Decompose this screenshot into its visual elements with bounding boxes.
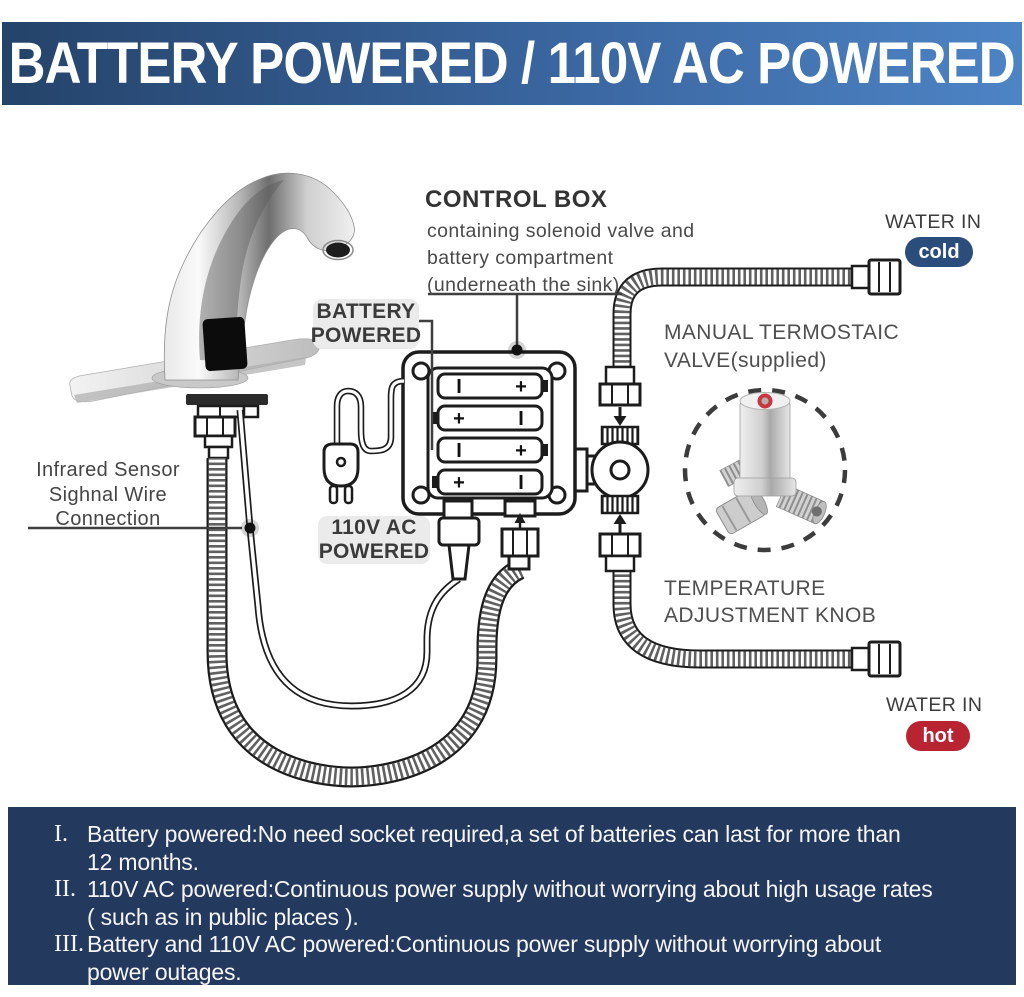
control-box-desc-line2: battery compartment: [427, 247, 614, 269]
ac-powered-badge: 110V AC POWERED: [318, 516, 430, 564]
battery2-left-polarity: +: [453, 408, 465, 430]
note-1-text: Battery powered:No need socket required,…: [87, 821, 901, 875]
ac-powered-badge-line1: 110V AC: [331, 516, 417, 539]
battery-powered-badge: BATTERY POWERED: [310, 299, 422, 349]
control-box-desc-line3: (underneath the sink): [427, 274, 620, 296]
water-in-hot-label: WATER IN: [886, 694, 983, 716]
infrared-label-line2: Sighnal Wire: [48, 483, 168, 506]
battery1-left-polarity: I: [456, 376, 462, 398]
thermostatic-valve-drawing: [571, 365, 650, 573]
faucet-base-drawing: [186, 394, 268, 460]
power-plug-drawing: [322, 377, 405, 505]
power-notes-panel: I. Battery powered:No need socket requir…: [8, 807, 1016, 985]
infrared-label-line1: Infrared Sensor: [36, 459, 180, 481]
battery4-right-polarity: I: [518, 472, 524, 494]
temperature-label-line2: ADJUSTMENT KNOB: [664, 604, 877, 627]
thermostatic-valve-photo: [682, 387, 848, 553]
battery1-right-polarity: +: [515, 376, 527, 398]
temperature-label-line1: TEMPERATURE: [664, 577, 826, 600]
hot-water-hose: [612, 571, 902, 678]
manual-valve-label-line2: VALVE(supplied): [664, 349, 827, 372]
battery3-right-polarity: +: [515, 440, 527, 462]
control-box-desc-line1: containing solenoid valve and: [427, 220, 695, 242]
flow-arrow-down-icon: [613, 407, 627, 426]
battery-cells: [432, 372, 548, 496]
note-3-text: Battery and 110V AC powered:Continuous p…: [87, 931, 882, 985]
infrared-label-line3: Connection: [55, 508, 161, 530]
battery3-left-polarity: I: [456, 440, 462, 462]
battery2-right-polarity: I: [518, 408, 524, 430]
banner: BATTERY POWERED / 110V AC POWERED: [2, 22, 1022, 105]
battery4-left-polarity: +: [453, 472, 465, 494]
note-2-numeral: II.: [54, 876, 76, 902]
flow-arrow-up-icon: [613, 514, 627, 533]
cold-water-hose: [612, 258, 902, 367]
control-box-title: CONTROL BOX: [425, 186, 608, 213]
faucet-supply-hose: [206, 458, 525, 788]
cold-badge: cold: [905, 237, 973, 267]
note-item-1: I. Battery powered:No need socket requir…: [54, 821, 978, 876]
manual-valve-label-line1: MANUAL TERMOSTAIC: [664, 321, 900, 344]
battery-powered-badge-line2: POWERED: [310, 324, 422, 347]
hot-badge: hot: [906, 721, 970, 751]
note-3-numeral: III.: [54, 931, 84, 957]
water-in-cold-label: WATER IN: [885, 211, 982, 233]
leader-lines: [28, 292, 622, 537]
infrared-label: Infrared Sensor Sighnal Wire Connection: [25, 458, 191, 532]
banner-title: BATTERY POWERED / 110V AC POWERED: [8, 31, 1016, 96]
battery-powered-badge-line1: BATTERY: [316, 300, 416, 323]
sensor-signal-wire: [236, 409, 461, 710]
infrared-sensor-window: [202, 316, 248, 372]
note-2-text: 110V AC powered:Continuous power supply …: [87, 876, 933, 930]
outlet-arrow-up-icon: [514, 513, 526, 528]
note-item-3: III. Battery and 110V AC powered:Continu…: [54, 931, 978, 986]
ac-powered-badge-line2: POWERED: [318, 540, 430, 563]
control-box-drawing: [401, 350, 577, 581]
faucet-illustration: [69, 172, 355, 403]
note-item-2: II. 110V AC powered:Continuous power sup…: [54, 876, 978, 931]
note-1-numeral: I.: [54, 821, 68, 847]
